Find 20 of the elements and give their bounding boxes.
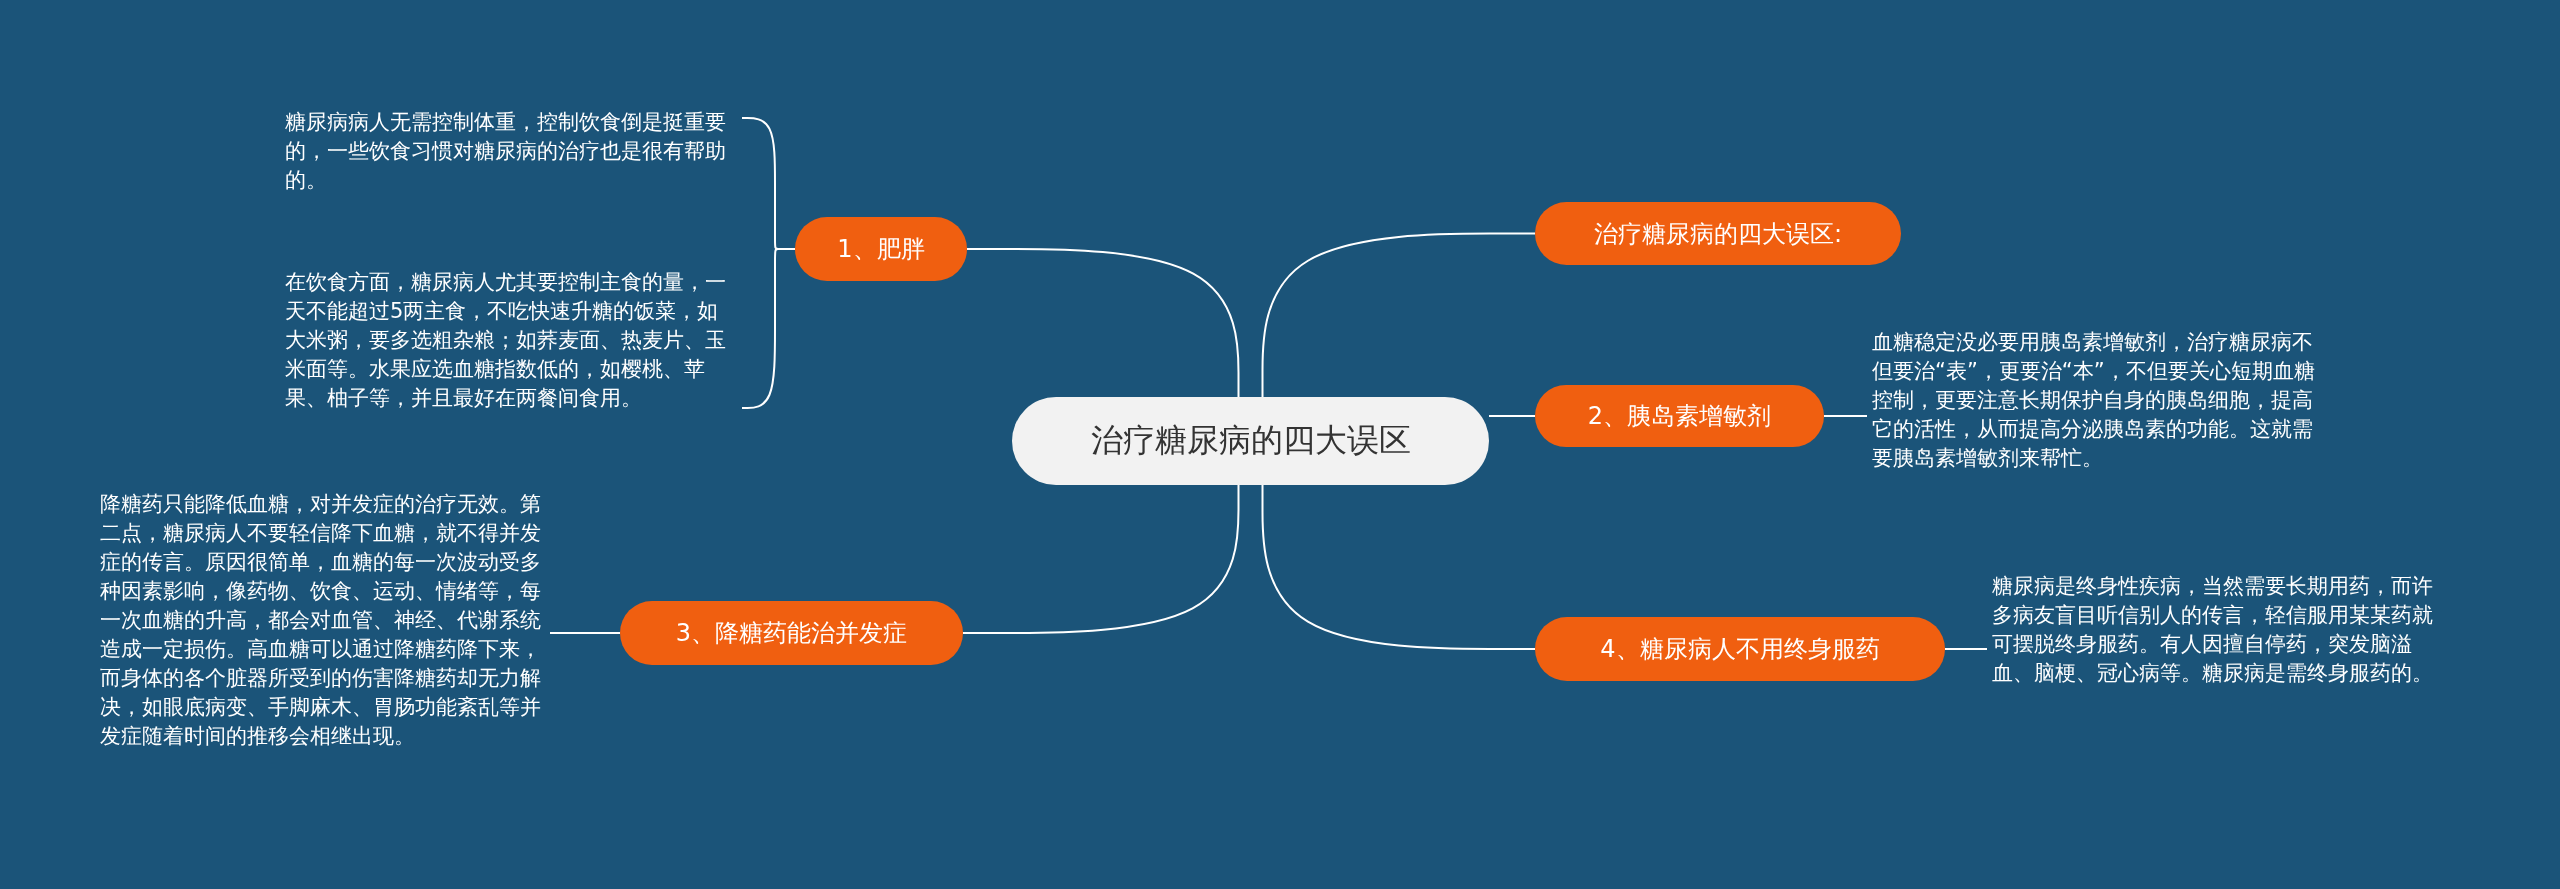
connector-line bbox=[1488, 415, 1536, 417]
topic-pill: 1、肥胖 bbox=[795, 217, 967, 281]
topic-pill: 2、胰岛素增敏剂 bbox=[1535, 385, 1824, 447]
connector-line bbox=[1823, 415, 1868, 417]
connector-line bbox=[549, 632, 621, 634]
note-text: 糖尿病是终身性疾病，当然需要长期用药，而许多病友盲目听信别人的传言，轻信服用某某药就可摆脱终身服药。有人因擅自停药，突发脑溢血、脑梗、冠心病等。糖尿病是需终身服药的。 bbox=[1992, 572, 2444, 722]
central-topic: 治疗糖尿病的四大误区 bbox=[1012, 397, 1489, 485]
topic-pill: 治疗糖尿病的四大误区: bbox=[1535, 202, 1901, 265]
connector-line bbox=[962, 484, 1240, 634]
connector-line bbox=[1944, 648, 1988, 650]
connector-line bbox=[1261, 484, 1536, 650]
note-text: 在饮食方面，糖尿病人尤其要控制主食的量，一天不能超过5两主食，不吃快速升糖的饭菜，如大米粥，要多选粗杂粮；如荞麦面、热麦片、玉米面等。水果应选血糖指数低的，如樱桃、苹果、柚子等，并且最好在两餐间食用。 bbox=[285, 268, 737, 418]
note-text: 血糖稳定没必要用胰岛素增敏剂，治疗糖尿病不但要治“表”，更要治“本”，不但要关心短期血糖控制，更要注意长期保护自身的胰岛细胞，提高它的活性，从而提高分泌胰岛素的功能。这就需要胰岛素增敏剂来帮忙。 bbox=[1872, 328, 2324, 508]
topic-pill: 3、降糖药能治并发症 bbox=[620, 601, 963, 665]
note-text: 降糖药只能降低血糖，对并发症的治疗无效。第二点，糖尿病人不要轻信降下血糖，就不得并发症的传言。原因很简单，血糖的每一次波动受多种因素影响，像药物、饮食、运动、情绪等，每一次血糖的升高，都会对血管、神经、代谢系统造成一定损伤。高血糖可以通过降糖药降下来，而身体的各个脏器所受到的伤害降糖药却无力解决，如眼底病变、手脚麻木、胃肠功能紊乱等并发症随着时间的推移会相继出现。 bbox=[100, 490, 545, 800]
connector-line bbox=[1261, 232, 1536, 398]
topic-pill: 4、糖尿病人不用终身服药 bbox=[1535, 617, 1945, 681]
note-text: 糖尿病病人无需控制体重，控制饮食倒是挺重要的，一些饮食习惯对糖尿病的治疗也是很有帮助的。 bbox=[285, 108, 737, 198]
connector-line bbox=[741, 248, 796, 409]
connector-line bbox=[966, 248, 1240, 398]
